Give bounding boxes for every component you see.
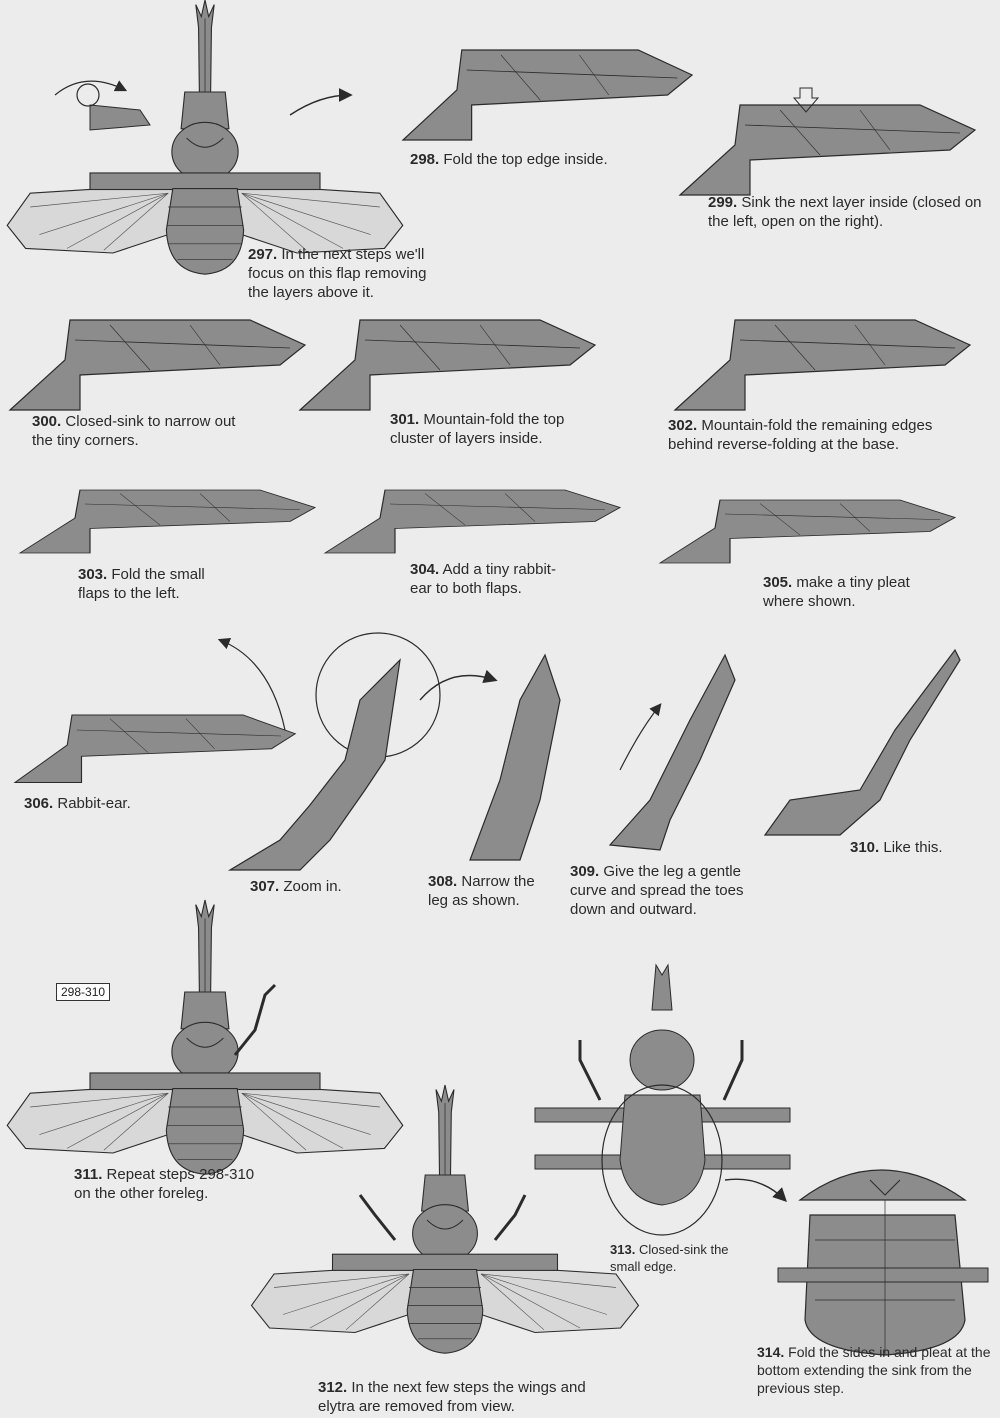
- step-313-figure: [534, 963, 791, 1236]
- step-305-figure: [659, 499, 956, 564]
- step-298-caption: 298. Fold the top edge inside.: [410, 151, 608, 168]
- step-312-figure: [250, 1084, 640, 1354]
- step-301-figure: [299, 319, 596, 411]
- step-304-figure: [324, 489, 621, 554]
- reference-box-298-310: 298-310: [56, 983, 111, 1001]
- step-309-figure: [608, 653, 736, 851]
- step-299-figure: [679, 87, 976, 196]
- step-314-caption: 314. Fold the sides in and pleat at the …: [757, 1344, 991, 1396]
- step-311-caption: 311. Repeat steps 298-310 on the other f…: [74, 1166, 255, 1202]
- step-303-figure: [19, 489, 316, 554]
- step-307-figure: [227, 632, 498, 871]
- step-306-caption: 306. Rabbit-ear.: [24, 795, 131, 812]
- step-310-figure: [763, 648, 961, 836]
- step-309-caption: 309. Give the leg a gentle curve and spr…: [570, 863, 744, 918]
- step-308-caption: 308. Narrow the leg as shown.: [428, 873, 535, 909]
- step-301-caption: 301. Mountain-fold the top cluster of la…: [390, 411, 565, 447]
- step-297-figure: [6, 0, 404, 275]
- step-302-figure: [674, 319, 971, 411]
- step-312-caption: 312. In the next few steps the wings and…: [318, 1379, 586, 1415]
- step-297-caption: 297. In the next steps we'll focus on th…: [248, 246, 427, 301]
- step-302-caption: 302. Mountain-fold the remaining edges b…: [668, 417, 933, 453]
- step-300-figure: [9, 319, 306, 411]
- step-303-caption: 303. Fold the small flaps to the left.: [78, 566, 205, 602]
- step-300-caption: 300. Closed-sink to narrow out the tiny …: [32, 413, 236, 449]
- step-307-caption: 307. Zoom in.: [250, 878, 342, 895]
- step-313-caption: 313. Closed-sink the small edge.: [610, 1242, 729, 1274]
- step-305-caption: 305. make a tiny pleat where shown.: [763, 574, 910, 610]
- step-304-caption: 304. Add a tiny rabbit-ear to both flaps…: [410, 561, 556, 597]
- step-298-figure: [402, 49, 693, 141]
- step-310-caption: 310. Like this.: [850, 839, 943, 856]
- step-308-figure: [469, 653, 561, 861]
- step-314-figure: [777, 1169, 989, 1356]
- step-311-figure: [6, 899, 404, 1175]
- step-306-figure: [14, 638, 296, 784]
- step-299-caption: 299. Sink the next layer inside (closed …: [708, 194, 982, 230]
